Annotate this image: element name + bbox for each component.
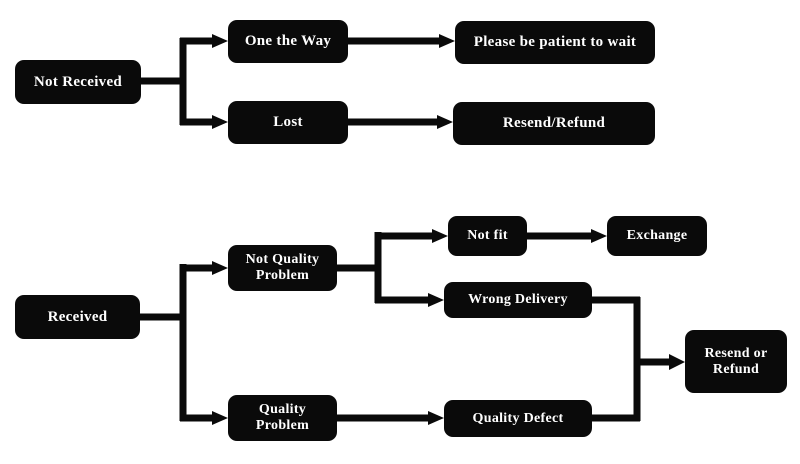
node-one-the-way[interactable]: One the Way bbox=[228, 20, 348, 63]
node-lost[interactable]: Lost bbox=[228, 101, 348, 144]
node-wrong-delivery-label: Wrong Delivery bbox=[468, 292, 568, 308]
arrowhead-not-quality-problem bbox=[212, 261, 228, 275]
node-quality-defect-label: Quality Defect bbox=[472, 410, 564, 426]
node-one-the-way-label: One the Way bbox=[244, 33, 332, 50]
node-quality-problem[interactable]: Quality Problem bbox=[228, 395, 337, 441]
node-exchange[interactable]: Exchange bbox=[607, 216, 707, 256]
arrowhead-resend-refund bbox=[437, 115, 453, 129]
node-received[interactable]: Received bbox=[15, 295, 140, 339]
arrowhead-exchange bbox=[591, 229, 607, 243]
node-quality-defect[interactable]: Quality Defect bbox=[444, 400, 592, 437]
node-resend-or-refund-label: Resend or Refund bbox=[704, 345, 768, 377]
node-resend-slash-refund-label: Resend/Refund bbox=[502, 115, 606, 132]
node-wrong-delivery[interactable]: Wrong Delivery bbox=[444, 282, 592, 318]
arrowhead-please-wait bbox=[439, 34, 455, 48]
node-not-received[interactable]: Not Received bbox=[15, 60, 141, 104]
node-exchange-label: Exchange bbox=[626, 228, 688, 244]
node-quality-problem-label: Quality Problem bbox=[255, 402, 310, 433]
arrowhead-quality-defect bbox=[428, 411, 444, 425]
node-not-quality-problem[interactable]: Not Quality Problem bbox=[228, 245, 337, 291]
arrowhead-quality-problem bbox=[212, 411, 228, 425]
node-resend-or-refund[interactable]: Resend or Refund bbox=[685, 330, 787, 393]
node-resend-slash-refund[interactable]: Resend/Refund bbox=[453, 102, 655, 145]
node-not-fit[interactable]: Not fit bbox=[448, 216, 527, 256]
node-not-quality-problem-label: Not Quality Problem bbox=[245, 252, 320, 283]
arrowhead-one-the-way bbox=[212, 34, 228, 48]
node-please-be-patient-to-wait-label: Please be patient to wait bbox=[473, 34, 637, 51]
arrowhead-wrong-delivery bbox=[428, 293, 444, 307]
node-please-be-patient-to-wait[interactable]: Please be patient to wait bbox=[455, 21, 655, 64]
arrowhead-lost bbox=[212, 115, 228, 129]
node-not-fit-label: Not fit bbox=[467, 228, 508, 244]
node-lost-label: Lost bbox=[273, 114, 303, 131]
arrowhead-not-fit bbox=[432, 229, 448, 243]
node-received-label: Received bbox=[47, 308, 108, 325]
arrowhead-resend-or-refund bbox=[669, 354, 685, 370]
node-not-received-label: Not Received bbox=[33, 73, 123, 90]
